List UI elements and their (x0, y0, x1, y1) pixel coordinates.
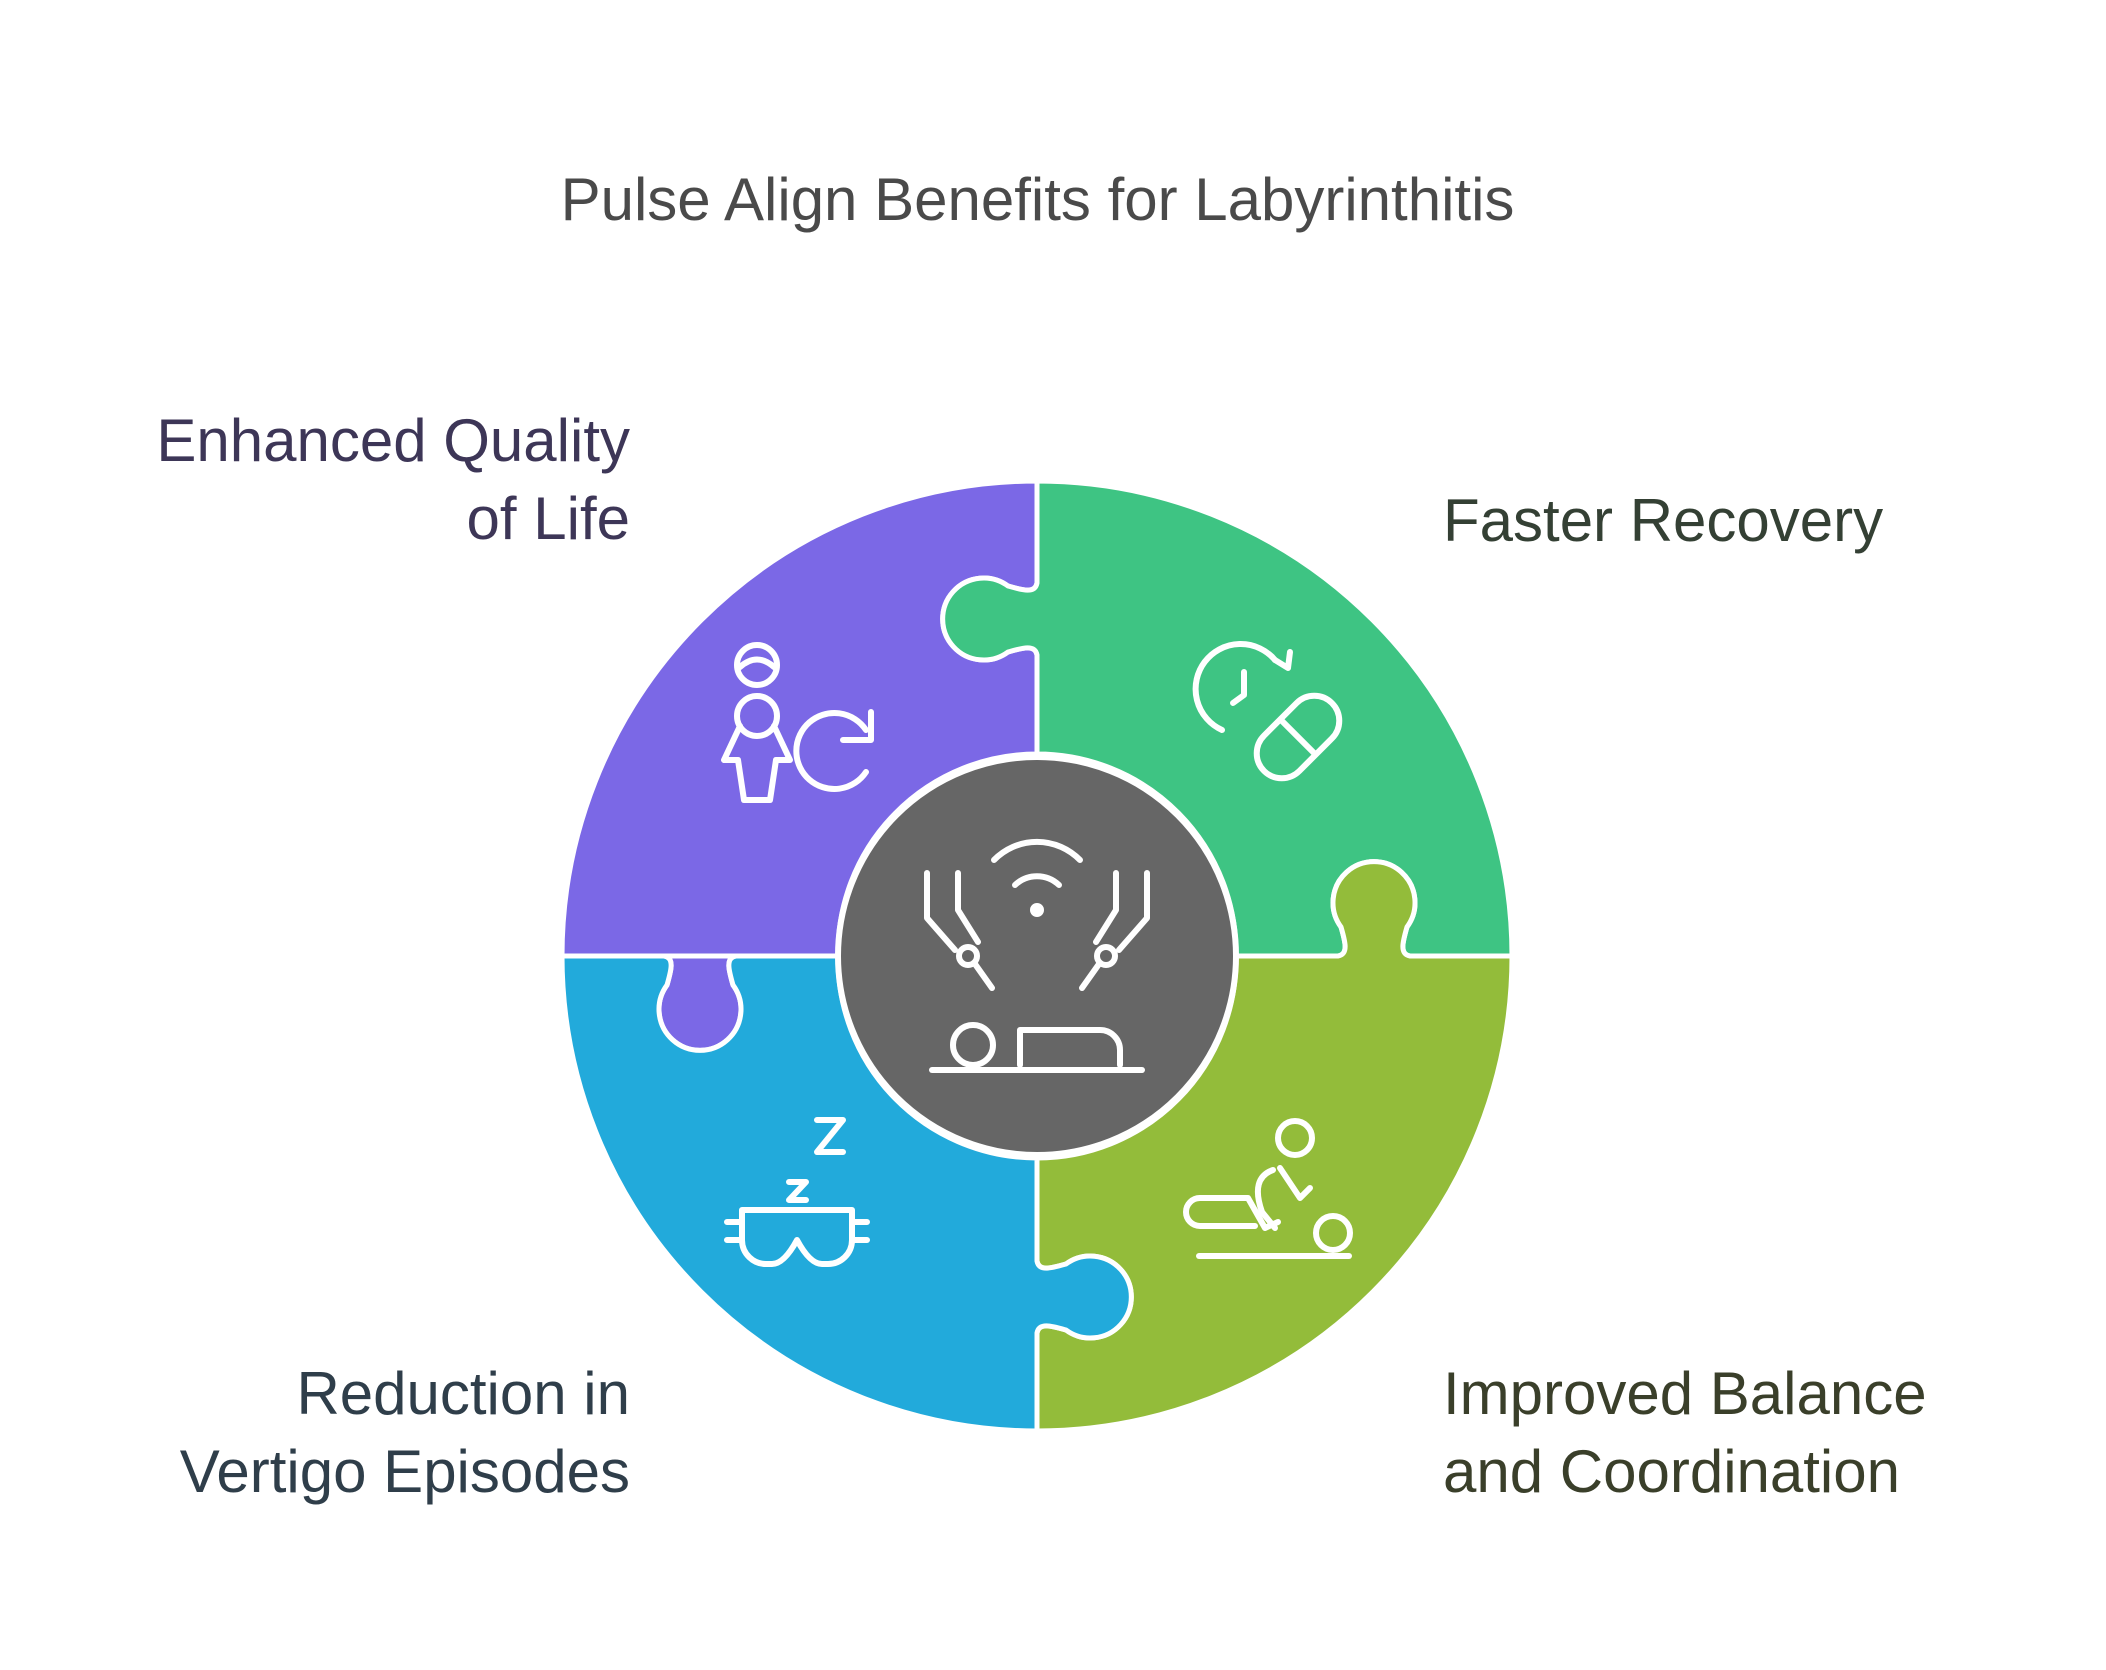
label-bottom-right: Improved Balance and Coordination (1443, 1355, 2063, 1511)
physiotherapy-icon (1183, 1118, 1353, 1259)
label-line: Enhanced Quality (156, 407, 630, 474)
label-line: Reduction in (296, 1360, 630, 1427)
diagram-title: Pulse Align Benefits for Labyrinthitis (560, 166, 1515, 233)
center-circle (835, 754, 1239, 1158)
sleep-mask-icon (724, 1117, 870, 1267)
person-renewal-icon (721, 642, 874, 803)
label-top-right: Faster Recovery (1443, 482, 2043, 560)
label-top-left: Enhanced Quality of Life (100, 402, 630, 558)
clock-pill-icon (1192, 641, 1343, 782)
segment-bottom-left (559, 953, 1134, 1434)
label-line: Improved Balance (1443, 1360, 1927, 1427)
label-bottom-left: Reduction in Vertigo Episodes (100, 1355, 630, 1511)
label-line: Vertigo Episodes (179, 1438, 630, 1505)
surgical-robot-icon (924, 838, 1150, 1073)
label-line: of Life (466, 485, 630, 552)
label-line: and Coordination (1443, 1438, 1901, 1505)
label-line: Faster Recovery (1443, 487, 1884, 554)
